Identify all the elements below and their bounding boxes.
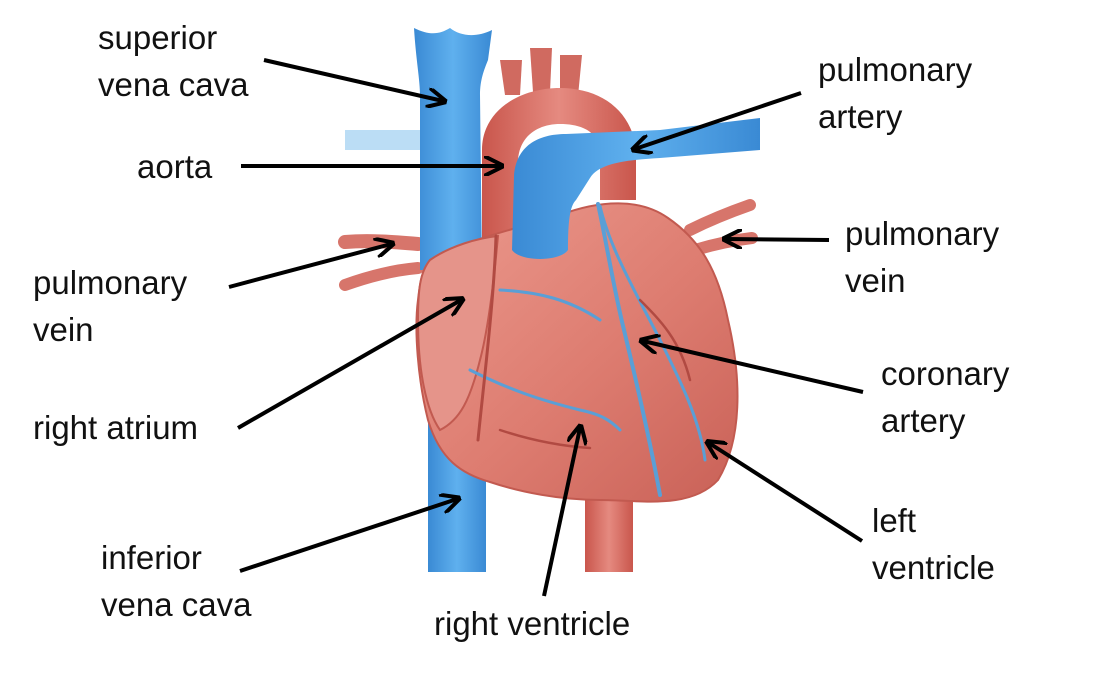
label-line: vein — [33, 311, 94, 348]
label-line: left — [872, 502, 917, 539]
label-line: vena cava — [98, 66, 249, 103]
label-line: ventricle — [872, 549, 995, 586]
label-inferior-vena-cava: inferior vena cava — [101, 534, 251, 628]
label-line: superior — [98, 19, 218, 56]
arrow-right-ventricle — [542, 428, 580, 597]
label-line: pulmonary — [845, 215, 1000, 252]
label-line: coronary — [881, 355, 1010, 392]
label-aorta: aorta — [137, 143, 212, 190]
label-right-atrium: right atrium — [33, 404, 198, 451]
pulmonary-artery-vessel — [512, 118, 760, 259]
label-pulmonary-artery: pulmonary artery — [818, 46, 972, 140]
label-right-ventricle: right ventricle — [434, 600, 630, 647]
label-line: vein — [845, 262, 906, 299]
arrow-pulmonary-vein-right — [726, 239, 830, 240]
arrow-inferior-vena-cava — [239, 499, 457, 573]
label-line: aorta — [137, 148, 213, 185]
label-line: inferior — [101, 539, 202, 576]
pulmonary-vessel-left-branch — [345, 130, 420, 150]
heart-body — [415, 202, 739, 503]
label-line: right ventricle — [434, 605, 631, 642]
label-coronary-artery: coronary artery — [881, 350, 1009, 444]
label-superior-vena-cava: superior vena cava — [98, 14, 248, 108]
right-atrium-region — [416, 234, 500, 432]
arrow-right-atrium — [237, 300, 461, 430]
pulmonary-vein-right-vessels — [684, 199, 758, 256]
arrow-pulmonary-vein-left — [228, 244, 391, 289]
label-line: artery — [881, 402, 966, 439]
label-pulmonary-vein-left: pulmonary vein — [33, 259, 187, 353]
label-line: right atrium — [33, 409, 199, 446]
superior-vena-cava-vessel — [414, 28, 492, 270]
label-pulmonary-vein-right: pulmonary vein — [845, 210, 999, 304]
arrow-left-ventricle — [709, 443, 864, 543]
arrow-coronary-artery — [643, 341, 864, 394]
label-line: artery — [818, 98, 903, 135]
label-line: pulmonary — [33, 264, 188, 301]
label-line: pulmonary — [818, 51, 973, 88]
label-left-ventricle: left ventricle — [872, 497, 995, 591]
label-line: vena cava — [101, 586, 252, 623]
aorta-vessel — [482, 48, 636, 240]
arrow-superior-vena-cava — [263, 58, 443, 101]
arrow-pulmonary-artery — [635, 91, 802, 149]
pointer-arrows — [228, 58, 864, 597]
